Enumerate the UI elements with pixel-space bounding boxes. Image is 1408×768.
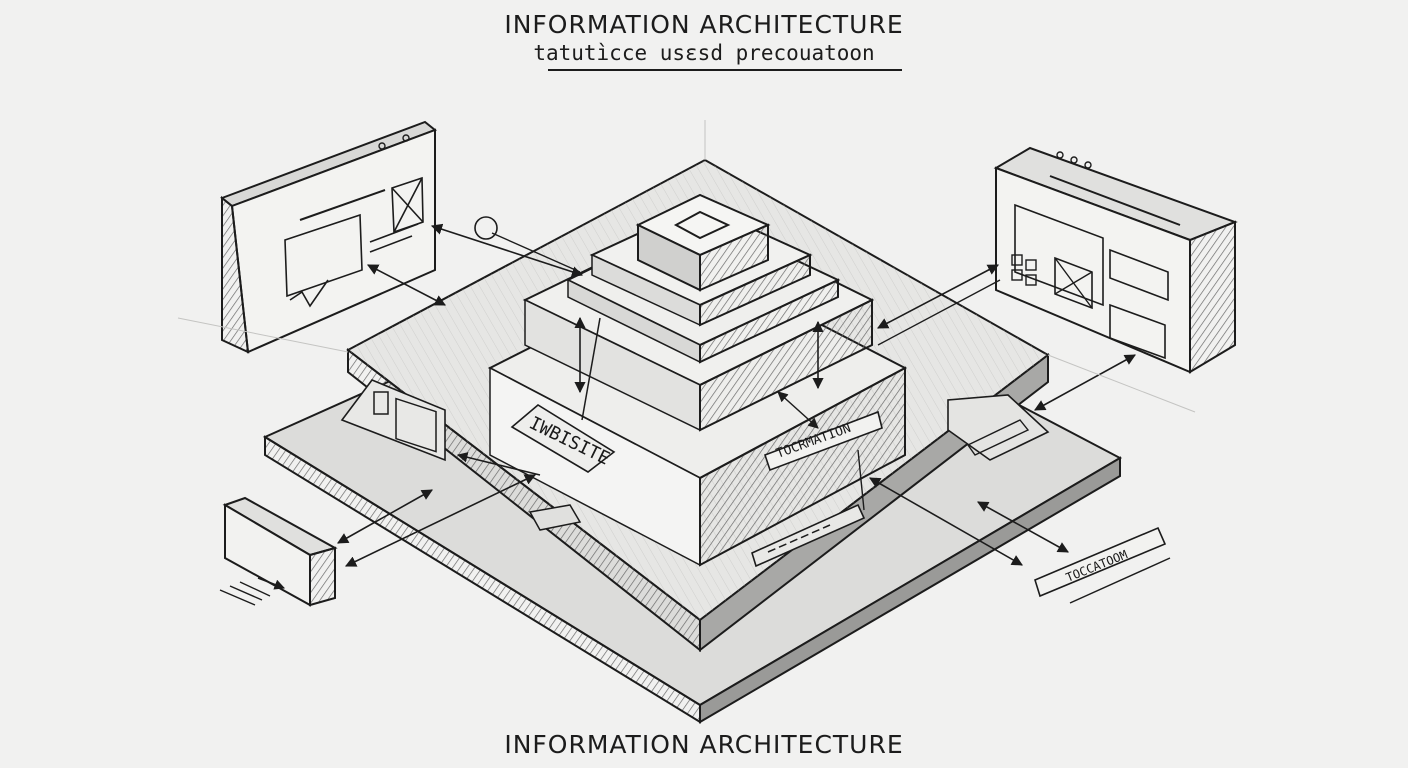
- footer-title: INFORMATION ARCHITECTURE: [504, 730, 904, 759]
- target-icon: [474, 216, 498, 240]
- small-tab-block: [528, 504, 582, 531]
- top-cube: [635, 193, 771, 292]
- left-block: [340, 379, 446, 462]
- left-browser-window: [220, 120, 437, 354]
- small-device-box: [219, 496, 338, 607]
- slider-bar: [751, 503, 866, 568]
- right-browser-window: [993, 146, 1238, 374]
- label-plate-navigation: TOCCATOOM: [1034, 526, 1171, 604]
- right-block: [947, 394, 1050, 461]
- construction-lines: [177, 120, 1196, 413]
- diagram-subtitle: tatutìcce usɛsd precouatoon: [533, 41, 875, 65]
- connector-arrows: [337, 216, 1136, 567]
- diagram-title: INFORMATION ARCHITECTURE: [504, 10, 904, 39]
